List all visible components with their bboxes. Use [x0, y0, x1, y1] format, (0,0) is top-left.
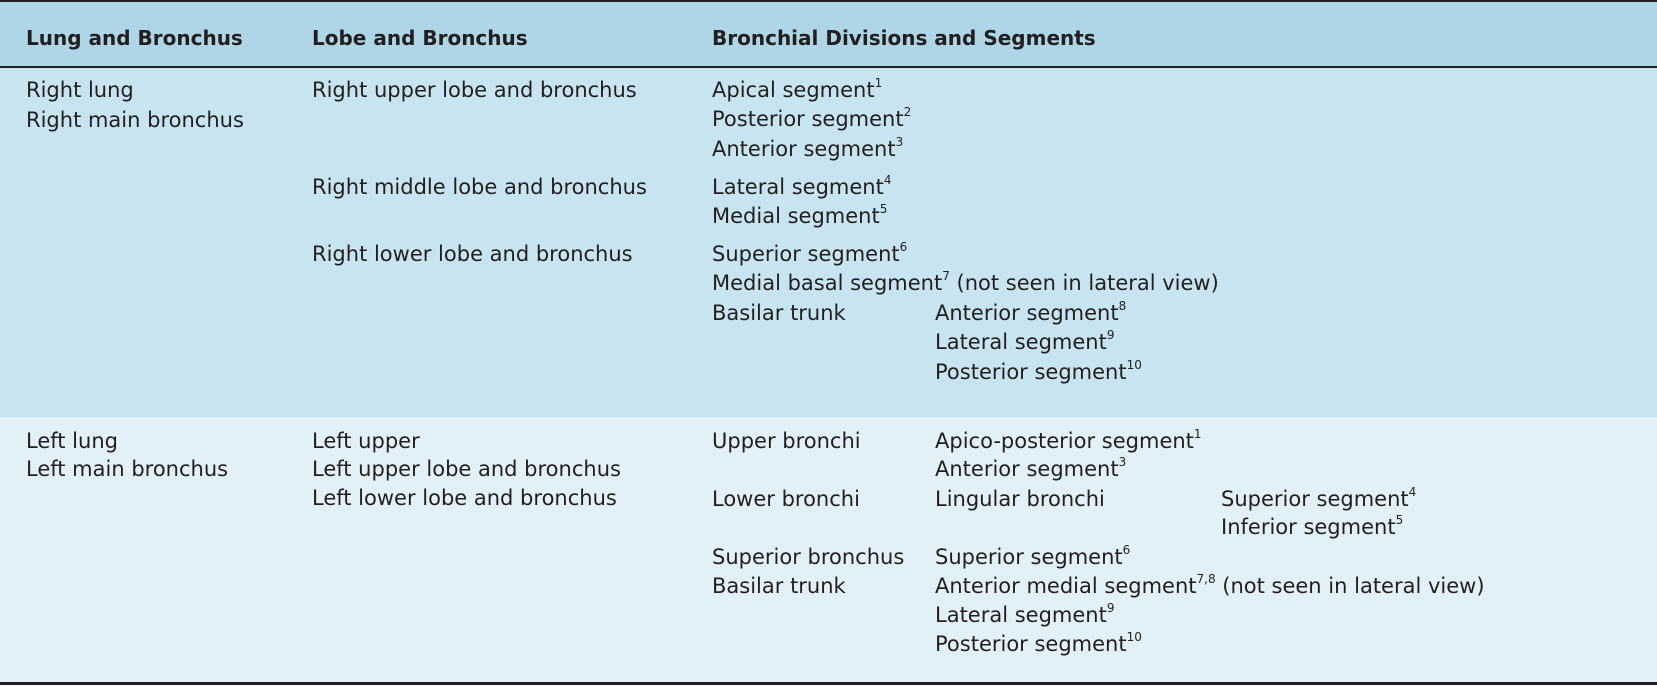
- lingular-inferior-segment: Inferior segment5: [1221, 513, 1404, 539]
- left-basilar-trunk-label: Basilar trunk: [712, 574, 846, 598]
- lower-bronchi-label: Lower bronchi: [712, 487, 860, 511]
- header-lung-and-bronchus: Lung and Bronchus: [26, 26, 243, 50]
- posterior-segment: Posterior segment2: [712, 105, 912, 131]
- apico-posterior-segment: Apico-posterior segment1: [935, 427, 1202, 453]
- basal-posterior-segment: Posterior segment10: [935, 358, 1142, 384]
- lateral-segment: Lateral segment4: [712, 173, 892, 199]
- header-lobe-and-bronchus: Lobe and Bronchus: [312, 26, 528, 50]
- left-lung-label: Left lung: [26, 429, 118, 453]
- top-rule: [0, 0, 1657, 2]
- upper-bronchi-label: Upper bronchi: [712, 429, 861, 453]
- right-lung-group: Right lung Right main bronchus Right upp…: [0, 68, 1657, 417]
- medial-basal-segment: Medial basal segment7 (not seen in later…: [712, 269, 1219, 295]
- left-lower-lobe-label: Left lower lobe and bronchus: [312, 486, 617, 510]
- superior-segment: Superior segment6: [712, 240, 908, 266]
- right-main-bronchus-label: Right main bronchus: [26, 108, 244, 132]
- left-upper-label: Left upper: [312, 429, 420, 453]
- table-header: Lung and Bronchus Lobe and Bronchus Bron…: [0, 2, 1657, 66]
- lingular-superior-segment: Superior segment4: [1221, 485, 1417, 511]
- left-upper-lobe-label: Left upper lobe and bronchus: [312, 457, 621, 481]
- left-basal-posterior-segment: Posterior segment10: [935, 630, 1142, 656]
- apical-segment: Apical segment1: [712, 76, 883, 102]
- lingular-bronchi-label: Lingular bronchi: [935, 487, 1105, 511]
- anterior-segment: Anterior segment3: [712, 135, 904, 161]
- superior-bronchus-label: Superior bronchus: [712, 545, 905, 569]
- right-middle-lobe-label: Right middle lobe and bronchus: [312, 175, 647, 199]
- header-rule: [0, 66, 1657, 68]
- header-bronchial-divisions: Bronchial Divisions and Segments: [712, 26, 1096, 50]
- medial-segment: Medial segment5: [712, 202, 888, 228]
- left-main-bronchus-label: Left main bronchus: [26, 457, 229, 481]
- left-basal-lateral-segment: Lateral segment9: [935, 601, 1115, 627]
- left-superior-segment: Superior segment6: [935, 543, 1131, 569]
- right-lung-label: Right lung: [26, 78, 134, 102]
- bottom-rule: [0, 682, 1657, 685]
- basal-anterior-segment: Anterior segment8: [935, 299, 1127, 325]
- left-lung-group: Left lung Left main bronchus Left upper …: [0, 417, 1657, 682]
- left-anterior-segment: Anterior segment3: [935, 455, 1127, 481]
- right-lower-lobe-label: Right lower lobe and bronchus: [312, 242, 633, 266]
- anterior-medial-segment: Anterior medial segment7,8 (not seen in …: [935, 572, 1485, 598]
- basilar-trunk-label: Basilar trunk: [712, 301, 846, 325]
- right-upper-lobe-label: Right upper lobe and bronchus: [312, 78, 637, 102]
- basal-lateral-segment: Lateral segment9: [935, 328, 1115, 354]
